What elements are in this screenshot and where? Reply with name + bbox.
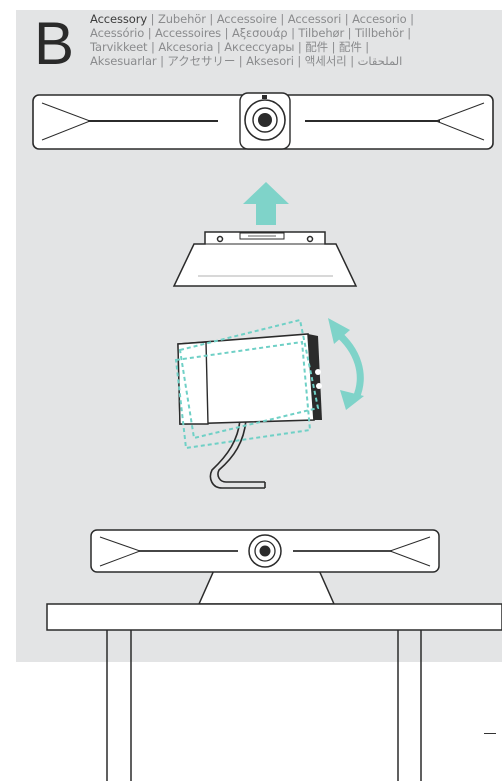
arrow-up-icon — [243, 182, 289, 225]
heading-line-2: Acessório | Accessoires | Αξεσουάρ | Til… — [90, 26, 412, 40]
accessory-heading: Accessory | Zubehör | Accessoire | Acces… — [90, 12, 495, 68]
camera-lens-top — [239, 92, 291, 150]
page-edge-mark — [484, 733, 496, 734]
mount-bracket-bottom — [197, 567, 336, 605]
camera-tilt-outline — [174, 318, 320, 450]
table — [46, 603, 502, 781]
heading-line-1-rest: Zubehör | Accessoire | Accessori | Acces… — [157, 12, 414, 26]
camera-lens-bottom — [248, 534, 282, 568]
section-letter: B — [34, 10, 75, 77]
heading-line-4: Aksesuarlar | アクセサリー | Aksesori | 액세서리 |… — [90, 54, 403, 68]
heading-separator: | — [147, 12, 158, 26]
camera-stand — [209, 419, 266, 489]
curved-double-arrow-icon — [328, 318, 364, 410]
camera-body — [177, 333, 322, 425]
mount-bracket — [172, 231, 358, 287]
heading-first-word: Accessory — [90, 12, 148, 26]
heading-line-1: Accessory | Zubehör | Accessoire | Acces… — [90, 12, 495, 26]
heading-line-3: Tarvikkeet | Akcesoria | Аксессуары | 配件… — [90, 40, 370, 54]
